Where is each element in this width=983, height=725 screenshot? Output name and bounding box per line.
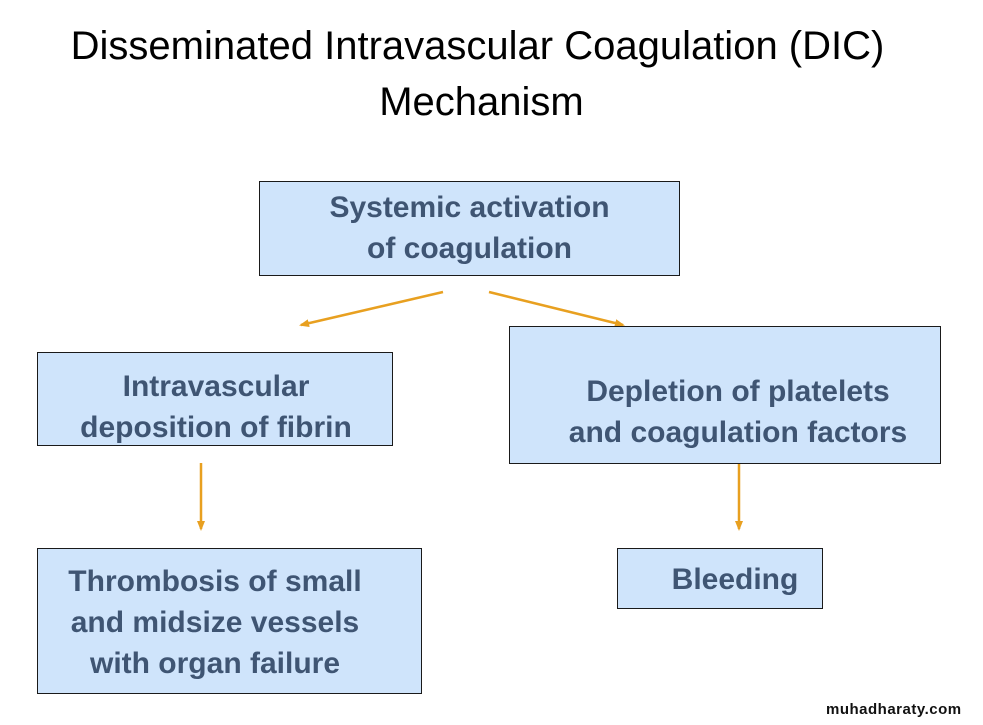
node-fibrin-deposition-label: Intravascular deposition of fibrin	[80, 370, 352, 444]
edge-systemic-to-depletion	[488, 290, 625, 327]
slide-subtitle: Mechanism	[379, 80, 584, 124]
node-thrombosis-label: Thrombosis of small and midsize vessels …	[68, 565, 362, 680]
node-systemic-activation: Systemic activation of coagulation	[259, 181, 680, 276]
node-bleeding: Bleeding	[617, 548, 823, 609]
watermark: muhadharaty.com	[826, 701, 962, 718]
slide-title: Disseminated Intravascular Coagulation (…	[70, 24, 885, 68]
node-depletion-label: Depletion of platelets and coagulation f…	[568, 375, 908, 449]
node-thrombosis: Thrombosis of small and midsize vessels …	[37, 548, 422, 694]
node-bleeding-label: Bleeding	[671, 563, 799, 596]
node-fibrin-deposition: Intravascular deposition of fibrin	[37, 352, 393, 446]
node-depletion: Depletion of platelets and coagulation f…	[509, 326, 941, 464]
edge-systemic-to-fibrin	[299, 290, 444, 328]
node-systemic-activation-label: Systemic activation of coagulation	[329, 191, 610, 265]
